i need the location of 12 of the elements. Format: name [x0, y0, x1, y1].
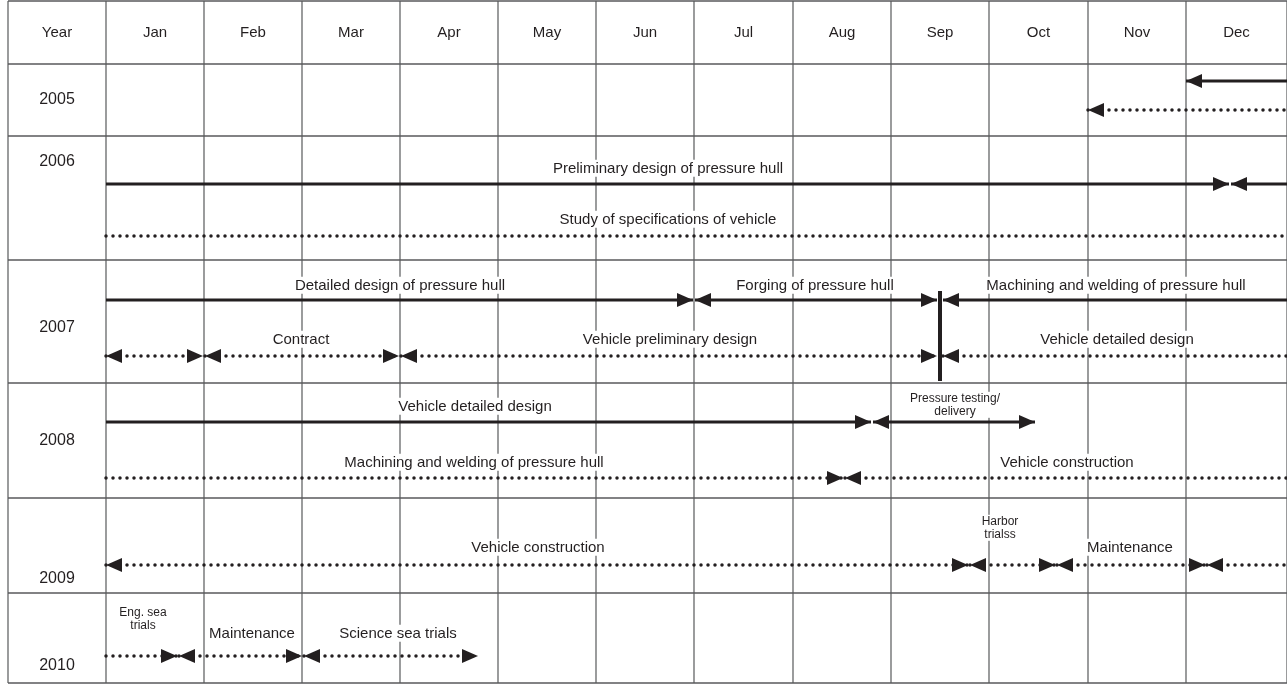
bar-label: Contract	[270, 330, 332, 348]
bar-label: Vehicle preliminary design	[580, 330, 760, 348]
bar-label: Forging of pressure hull	[734, 276, 896, 294]
bar-label: Study of specifications of vehicle	[557, 210, 779, 228]
bar-label: Vehicle construction	[998, 453, 1136, 471]
bar-label: Machining and welding of pressure hull	[342, 453, 606, 471]
bar-label: Vehicle detailed design	[1038, 330, 1196, 348]
bar-label: Maintenance	[1085, 538, 1175, 556]
bar-label: Vehicle construction	[469, 538, 607, 556]
bar-label: Vehicle detailed design	[396, 397, 554, 415]
bar-label: Machining and welding of pressure hull	[984, 276, 1248, 294]
bar-label: Science sea trials	[337, 624, 459, 642]
